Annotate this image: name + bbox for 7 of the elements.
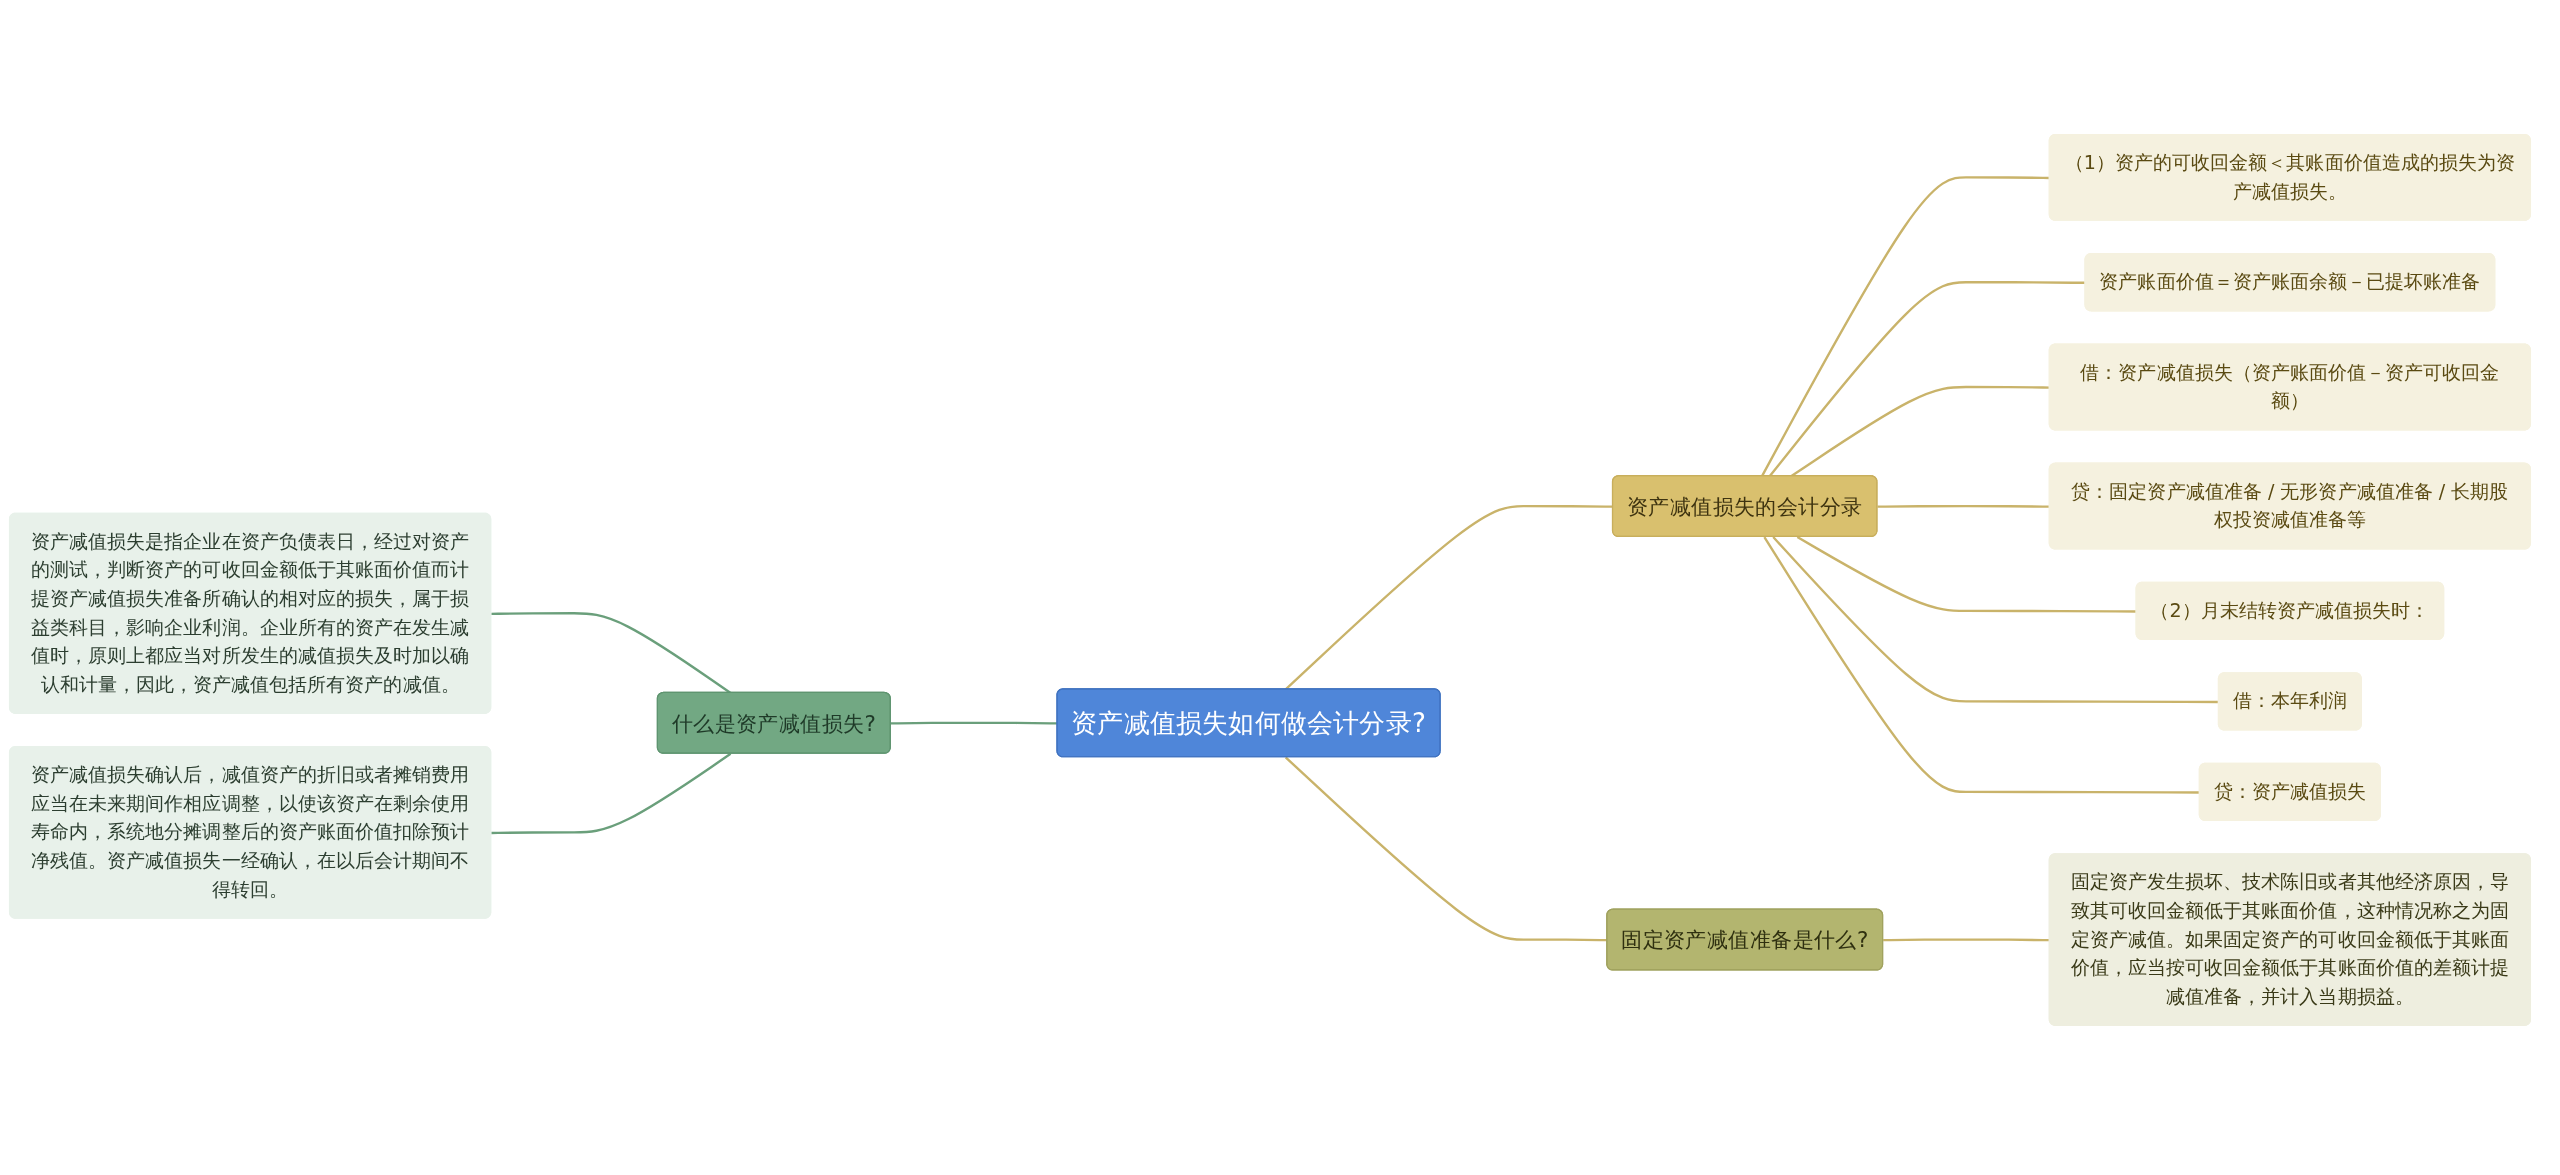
connector xyxy=(1763,536,2200,794)
connector xyxy=(1760,176,2050,477)
connector xyxy=(1796,536,2137,613)
connector xyxy=(491,752,732,835)
connector xyxy=(890,721,1058,725)
connector xyxy=(1883,938,2050,942)
connector xyxy=(1877,504,2050,508)
